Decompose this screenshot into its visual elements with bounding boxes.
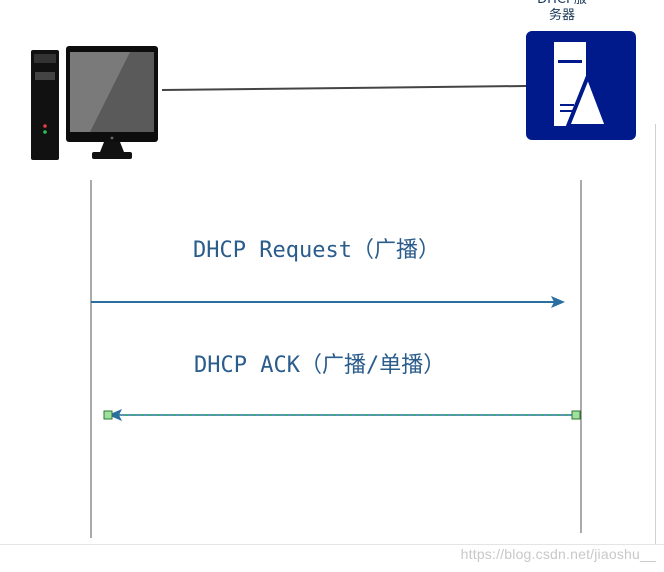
server-label-line2: 务器 (548, 8, 575, 23)
ack-arrow-start-handle[interactable] (571, 410, 581, 420)
ack-arrow (103, 409, 581, 421)
server-label-line1: DHCP服 (520, 0, 604, 8)
server-icon (526, 31, 636, 140)
request-arrow (91, 296, 565, 308)
bottom-strip (0, 544, 664, 572)
network-link (161, 85, 527, 91)
canvas-right-border (655, 124, 656, 544)
ack-message-label: DHCP ACK（广播/单播） (194, 353, 446, 378)
ack-arrow-end-handle[interactable] (103, 410, 113, 420)
desktop-computer-icon (31, 46, 158, 160)
request-message-label: DHCP Request（广播） (193, 238, 440, 263)
watermark: https://blog.csdn.net/jiaoshu__ (460, 546, 656, 562)
server-label: DHCP服 务器 (520, 0, 604, 24)
